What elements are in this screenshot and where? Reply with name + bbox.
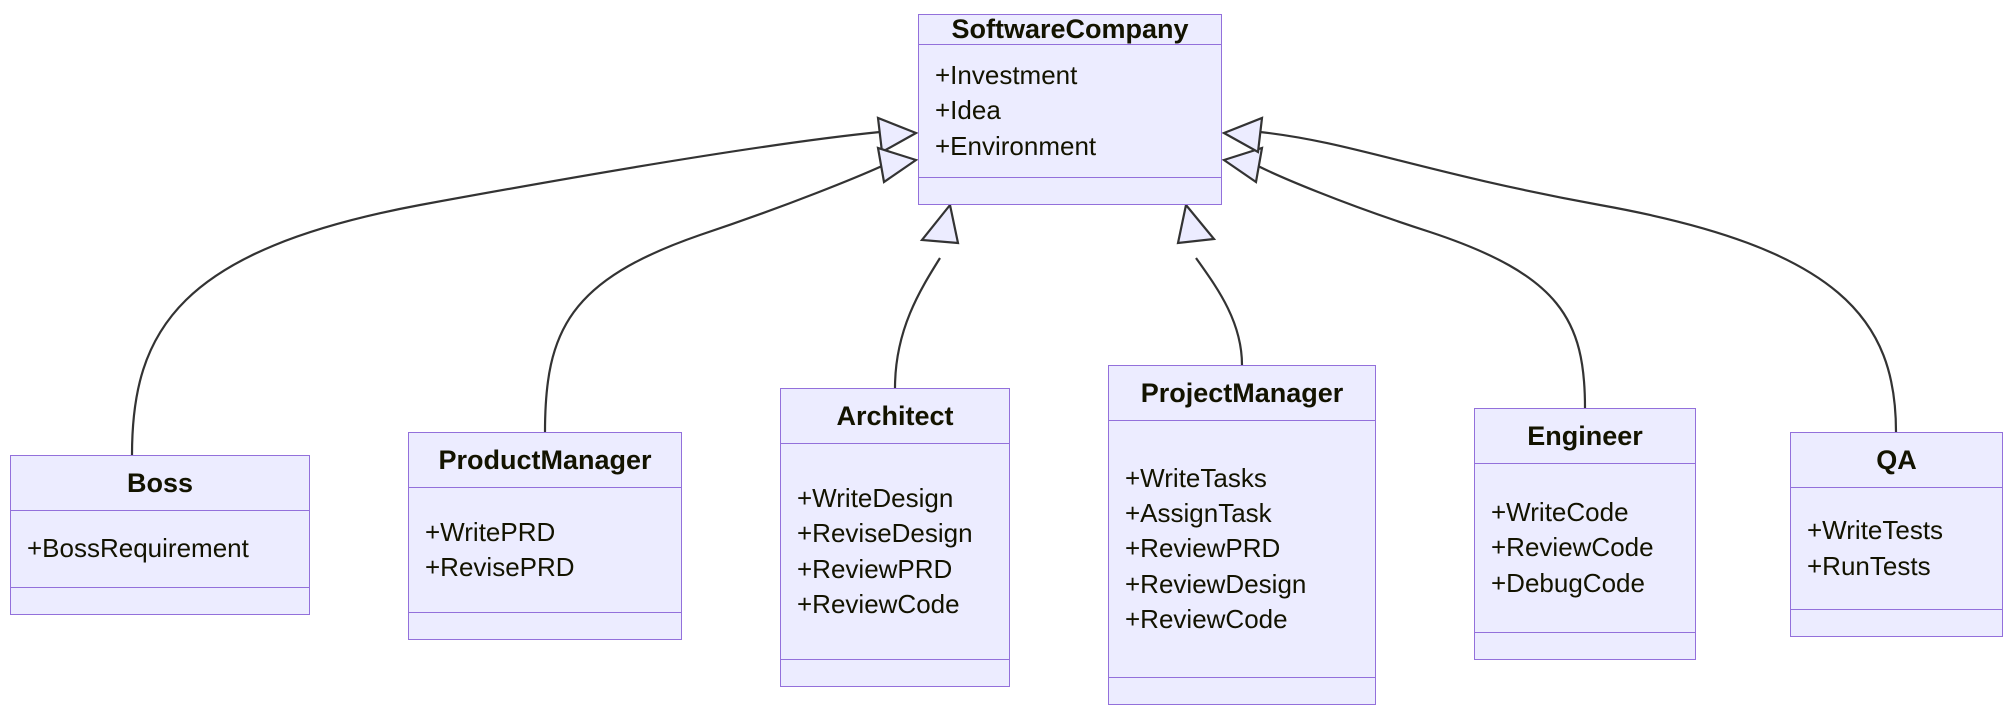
- class-title-software-company: SoftwareCompany: [919, 15, 1221, 45]
- class-attributes-product-manager: +WritePRD +RevisePRD: [409, 488, 681, 613]
- class-attribute: +DebugCode: [1491, 567, 1645, 598]
- class-attribute: +RunTests: [1807, 550, 1931, 581]
- uml-class-architect[interactable]: Architect +WriteDesign +ReviseDesign +Revie…: [780, 388, 1010, 687]
- class-attributes-boss: +BossRequirement: [11, 511, 309, 588]
- class-methods-boss: [11, 588, 309, 614]
- class-attribute: +BossRequirement: [27, 533, 249, 564]
- uml-class-boss[interactable]: Boss +BossRequirement: [10, 455, 310, 615]
- class-attribute: +Investment: [935, 59, 1078, 90]
- class-methods-architect: [781, 660, 1009, 686]
- class-attribute: +ReviewPRD: [797, 553, 953, 584]
- class-attributes-architect: +WriteDesign +ReviseDesign +ReviewPRD +Revi…: [781, 444, 1009, 660]
- class-attribute: +RevisePRD: [425, 552, 575, 582]
- class-attribute: +ReviewDesign: [1125, 568, 1307, 599]
- uml-class-project-manager[interactable]: ProjectManager +WriteTasks +AssignTask +Rev…: [1108, 365, 1376, 705]
- class-attribute: +ReviewCode: [1125, 604, 1288, 635]
- class-methods-project-manager: [1109, 678, 1375, 704]
- class-methods-product-manager: [409, 613, 681, 639]
- class-methods-software-company: [919, 178, 1221, 204]
- uml-class-engineer[interactable]: Engineer +WriteCode +ReviewCode +DebugCode: [1474, 408, 1696, 660]
- class-attribute: +Idea: [935, 95, 1001, 126]
- class-title-project-manager: ProjectManager: [1109, 366, 1375, 421]
- uml-class-qa[interactable]: QA +WriteTests +RunTests: [1790, 432, 2003, 637]
- class-attributes-qa: +WriteTests +RunTests: [1791, 488, 2002, 610]
- class-title-qa: QA: [1791, 433, 2002, 488]
- class-attribute: +ReviewCode: [1491, 532, 1654, 563]
- class-attribute: +WritePRD: [425, 516, 556, 547]
- class-attribute: +AssignTask: [1125, 497, 1272, 528]
- class-methods-qa: [1791, 610, 2002, 636]
- class-attributes-software-company: +Investment +Idea +Environment: [919, 45, 1221, 178]
- class-attributes-project-manager: +WriteTasks +AssignTask +ReviewPRD +ReviewD…: [1109, 421, 1375, 678]
- class-attribute: +WriteTests: [1807, 515, 1944, 546]
- uml-class-product-manager[interactable]: ProductManager +WritePRD +RevisePRD: [408, 432, 682, 640]
- class-attribute: +WriteCode: [1491, 496, 1629, 527]
- class-attribute: +ReviseDesign: [797, 518, 973, 549]
- class-title-engineer: Engineer: [1475, 409, 1695, 464]
- class-attribute: +Environment: [935, 130, 1097, 161]
- class-attribute: +ReviewCode: [797, 588, 960, 619]
- class-attribute: +ReviewPRD: [1125, 533, 1281, 564]
- uml-class-software-company[interactable]: SoftwareCompany +Investment +Idea +Environm…: [918, 14, 1222, 205]
- class-attribute: +WriteTasks: [1125, 462, 1267, 493]
- class-title-product-manager: ProductManager: [409, 433, 681, 488]
- class-title-boss: Boss: [11, 456, 309, 511]
- class-attributes-engineer: +WriteCode +ReviewCode +DebugCode: [1475, 464, 1695, 633]
- class-methods-engineer: [1475, 633, 1695, 659]
- class-attribute: +WriteDesign: [797, 482, 954, 513]
- class-title-architect: Architect: [781, 389, 1009, 444]
